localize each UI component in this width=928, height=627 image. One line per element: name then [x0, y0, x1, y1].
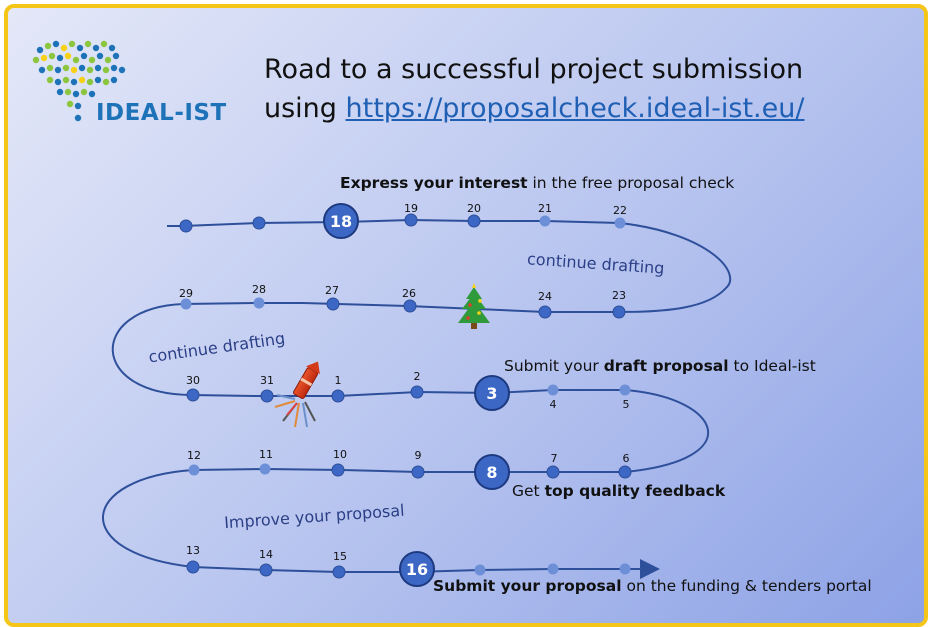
day-10-dot: [331, 463, 345, 477]
day-6-dot: [618, 465, 632, 479]
day-5-dot: [619, 384, 631, 396]
road-dot: [179, 219, 193, 233]
day-9-label: 9: [415, 449, 422, 462]
express-bold: Express your interest: [340, 174, 528, 192]
day-15-dot: [332, 565, 346, 579]
day-13-dot: [186, 560, 200, 574]
day-28-label: 28: [252, 283, 266, 296]
road-end-arrow: [640, 559, 660, 579]
day-12-dot: [188, 464, 200, 476]
day-21-dot: [539, 215, 551, 227]
road-dot: [474, 564, 486, 576]
submit-bold: Submit your proposal: [433, 577, 622, 595]
day-7-label: 7: [551, 452, 558, 465]
draft-pre: Submit your: [504, 357, 604, 375]
day-19-dot: [404, 213, 418, 227]
page-title: Road to a successful project submission …: [264, 50, 804, 128]
day-29-label: 29: [179, 287, 193, 300]
draft-rest: to Ideal-ist: [728, 357, 816, 375]
day-14-label: 14: [259, 548, 273, 561]
day-5-label: 5: [623, 398, 630, 411]
day-21-label: 21: [538, 202, 552, 215]
road-dot: [252, 216, 266, 230]
day-23-label: 23: [612, 289, 626, 302]
day-12-label: 12: [187, 449, 201, 462]
day-15-label: 15: [333, 550, 347, 563]
title-prefix: using: [264, 93, 346, 124]
proposal-check-link[interactable]: https://proposalcheck.ideal-ist.eu/: [345, 93, 805, 124]
day-1-dot: [331, 389, 345, 403]
title-line-2: using https://proposalcheck.ideal-ist.eu…: [264, 89, 804, 128]
day-7-dot: [546, 465, 560, 479]
day-28-dot: [253, 297, 265, 309]
day-6-label: 6: [623, 452, 630, 465]
express-rest: in the free proposal check: [527, 174, 735, 192]
day-26-label: 26: [402, 287, 416, 300]
day-27-label: 27: [325, 284, 339, 297]
road-dot: [547, 563, 559, 575]
day-11-dot: [259, 463, 271, 475]
day-1-label: 1: [335, 374, 342, 387]
christmas-tree-icon: [458, 283, 490, 329]
day-10-label: 10: [333, 448, 347, 461]
ideal-ist-logo: [32, 40, 126, 122]
milestone-feedback: Get top quality feedback: [512, 482, 725, 500]
milestone-express-interest: Express your interest in the free propos…: [340, 174, 734, 192]
day-26-dot: [403, 299, 417, 313]
infographic-frame: IDEAL-IST Road to a successful project s…: [4, 4, 928, 627]
milestone-18: [323, 203, 359, 239]
day-27-dot: [326, 297, 340, 311]
day-20-dot: [467, 214, 481, 228]
day-30-label: 30: [186, 374, 200, 387]
day-4-dot: [547, 384, 559, 396]
milestone-submit-proposal: Submit your proposal on the funding & te…: [433, 577, 872, 595]
firework-rocket-icon: [274, 361, 320, 428]
feedback-bold: top quality feedback: [544, 482, 726, 500]
milestone-3-label: 3: [486, 384, 497, 403]
day-20-label: 20: [467, 202, 481, 215]
milestone-draft-proposal: Submit your draft proposal to Ideal-ist: [504, 357, 816, 375]
day-24-label: 24: [538, 290, 552, 303]
milestone-8: [474, 454, 510, 490]
day-22-dot: [614, 217, 626, 229]
day-9-dot: [411, 465, 425, 479]
milestone-18-label: 18: [330, 212, 352, 231]
day-19-label: 19: [404, 202, 418, 215]
day-4-label: 4: [550, 398, 557, 411]
day-30-dot: [186, 388, 200, 402]
day-22-label: 22: [613, 204, 627, 217]
roadmap: 18 19 20 21 22 23 24 26 27 28 29: [102, 202, 732, 587]
milestone-16-label: 16: [406, 560, 428, 579]
day-13-label: 13: [186, 544, 200, 557]
road-dot: [619, 563, 631, 575]
day-31-dot: [260, 389, 274, 403]
milestone-3: [474, 375, 510, 411]
day-23-dot: [612, 305, 626, 319]
milestone-16: [399, 551, 435, 587]
day-14-dot: [259, 563, 273, 577]
logo-dots-icon: [32, 40, 126, 122]
feedback-pre: Get: [512, 482, 545, 500]
day-2-label: 2: [414, 370, 421, 383]
title-line-1: Road to a successful project submission: [264, 54, 804, 85]
day-2-dot: [410, 385, 424, 399]
day-11-label: 11: [259, 448, 273, 461]
day-29-dot: [180, 298, 192, 310]
submit-rest: on the funding & tenders portal: [621, 577, 872, 595]
draft-bold: draft proposal: [603, 357, 729, 375]
day-24-dot: [538, 305, 552, 319]
milestone-8-label: 8: [486, 463, 497, 482]
logo-text: IDEAL-IST: [96, 100, 227, 126]
day-31-label: 31: [260, 374, 274, 387]
